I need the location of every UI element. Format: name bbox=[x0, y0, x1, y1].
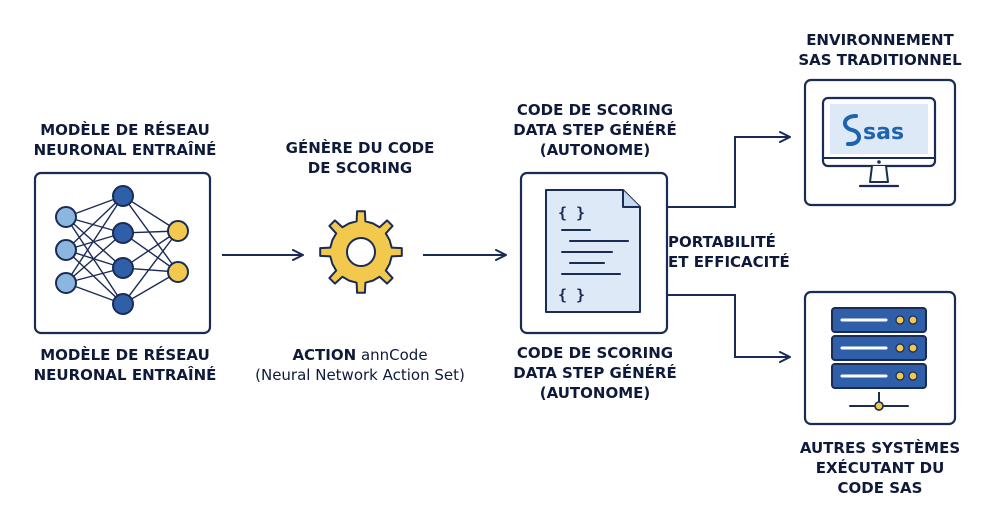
code-title-line-1: CODE DE SCORING bbox=[516, 101, 674, 119]
code-caption: CODE DE SCORING DATA STEP GÉNÉRÉ (AUTONO… bbox=[495, 343, 695, 403]
network-edge bbox=[65, 232, 124, 284]
arrow-code-to-other-systems bbox=[667, 294, 791, 363]
code-document-box: { } { } bbox=[519, 171, 669, 335]
sas-env-title-line-1: ENVIRONNEMENT bbox=[806, 31, 954, 49]
network-edge bbox=[65, 249, 124, 305]
code-brace-top: { } bbox=[558, 204, 585, 222]
network-node-layer-1 bbox=[55, 239, 77, 261]
network-edge bbox=[122, 195, 179, 273]
network-node-layer-2 bbox=[112, 185, 134, 207]
network-node-layer-1 bbox=[55, 272, 77, 294]
branch-label-line-1: PORTABILITÉ bbox=[668, 233, 776, 251]
sas-env-title-line-2: SAS TRADITIONNEL bbox=[798, 51, 962, 69]
model-caption-line-1: MODÈLE DE RÉSEAU bbox=[40, 346, 210, 364]
network-edge bbox=[65, 195, 124, 284]
sas-logo-text: sas bbox=[863, 120, 904, 145]
network-edge bbox=[122, 230, 179, 305]
network-edge bbox=[65, 195, 124, 251]
server-led bbox=[895, 371, 905, 381]
neural-network-box bbox=[33, 171, 212, 335]
code-title-line-2: DATA STEP GÉNÉRÉ bbox=[513, 121, 677, 139]
server-led bbox=[908, 315, 918, 325]
code-caption-line-2: DATA STEP GÉNÉRÉ bbox=[513, 364, 677, 382]
server-led bbox=[908, 343, 918, 353]
action-caption-keyword: ACTION bbox=[292, 346, 357, 364]
action-title: GÉNÈRE DU CODE DE SCORING bbox=[265, 138, 455, 178]
network-node-layer-1 bbox=[55, 206, 77, 228]
server-led bbox=[908, 371, 918, 381]
action-caption: ACTION annCode (Neural Network Action Se… bbox=[235, 345, 485, 385]
action-title-line-1: GÉNÈRE DU CODE bbox=[285, 139, 435, 157]
other-caption-line-1: AUTRES SYSTÈMES bbox=[799, 439, 961, 457]
action-caption-line-2: (Neural Network Action Set) bbox=[255, 366, 465, 384]
sas-env-title: ENVIRONNEMENT SAS TRADITIONNEL bbox=[785, 30, 975, 70]
model-title: MODÈLE DE RÉSEAU NEURONAL ENTRAÎNÉ bbox=[20, 120, 230, 160]
code-caption-line-1: CODE DE SCORING bbox=[516, 344, 674, 362]
other-caption: AUTRES SYSTÈMES EXÉCUTANT DU CODE SAS bbox=[785, 438, 975, 498]
arrow-code-to-sas-env bbox=[667, 131, 791, 208]
server-led bbox=[895, 315, 905, 325]
other-caption-line-2: EXÉCUTANT DU bbox=[815, 459, 945, 477]
network-edge bbox=[122, 232, 179, 273]
code-brace-bottom: { } bbox=[558, 286, 585, 304]
code-lines bbox=[561, 229, 629, 275]
server-rack-icon bbox=[831, 307, 927, 389]
document-icon: { } { } bbox=[545, 189, 641, 313]
model-caption: MODÈLE DE RÉSEAU NEURONAL ENTRAÎNÉ bbox=[20, 345, 230, 385]
network-node-layer-2 bbox=[112, 257, 134, 279]
sas-environment-box: sas bbox=[803, 78, 957, 207]
other-systems-box bbox=[803, 290, 957, 426]
gear-icon bbox=[319, 210, 403, 294]
server-led bbox=[895, 343, 905, 353]
network-edge bbox=[65, 216, 124, 305]
sas-logo-icon: sas bbox=[843, 114, 904, 147]
other-caption-line-3: CODE SAS bbox=[837, 479, 923, 497]
network-node-layer-3 bbox=[167, 220, 189, 242]
network-edge bbox=[122, 230, 179, 269]
code-title: CODE DE SCORING DATA STEP GÉNÉRÉ (AUTONO… bbox=[495, 100, 695, 160]
model-title-line-1: MODÈLE DE RÉSEAU bbox=[40, 121, 210, 139]
code-caption-line-3: (AUTONOME) bbox=[539, 384, 651, 402]
action-caption-name: annCode bbox=[356, 346, 428, 364]
network-node-layer-3 bbox=[167, 261, 189, 283]
code-title-line-3: (AUTONOME) bbox=[539, 141, 651, 159]
branch-label: PORTABILITÉ ET EFFICACITÉ bbox=[668, 232, 798, 272]
action-title-line-2: DE SCORING bbox=[307, 159, 413, 177]
network-node-layer-2 bbox=[112, 293, 134, 315]
network-nodes bbox=[55, 185, 189, 315]
network-node-layer-2 bbox=[112, 222, 134, 244]
model-caption-line-2: NEURONAL ENTRAÎNÉ bbox=[33, 366, 217, 384]
network-edge bbox=[65, 216, 124, 269]
model-title-line-2: NEURONAL ENTRAÎNÉ bbox=[33, 141, 217, 159]
branch-label-line-2: ET EFFICACITÉ bbox=[668, 253, 790, 271]
